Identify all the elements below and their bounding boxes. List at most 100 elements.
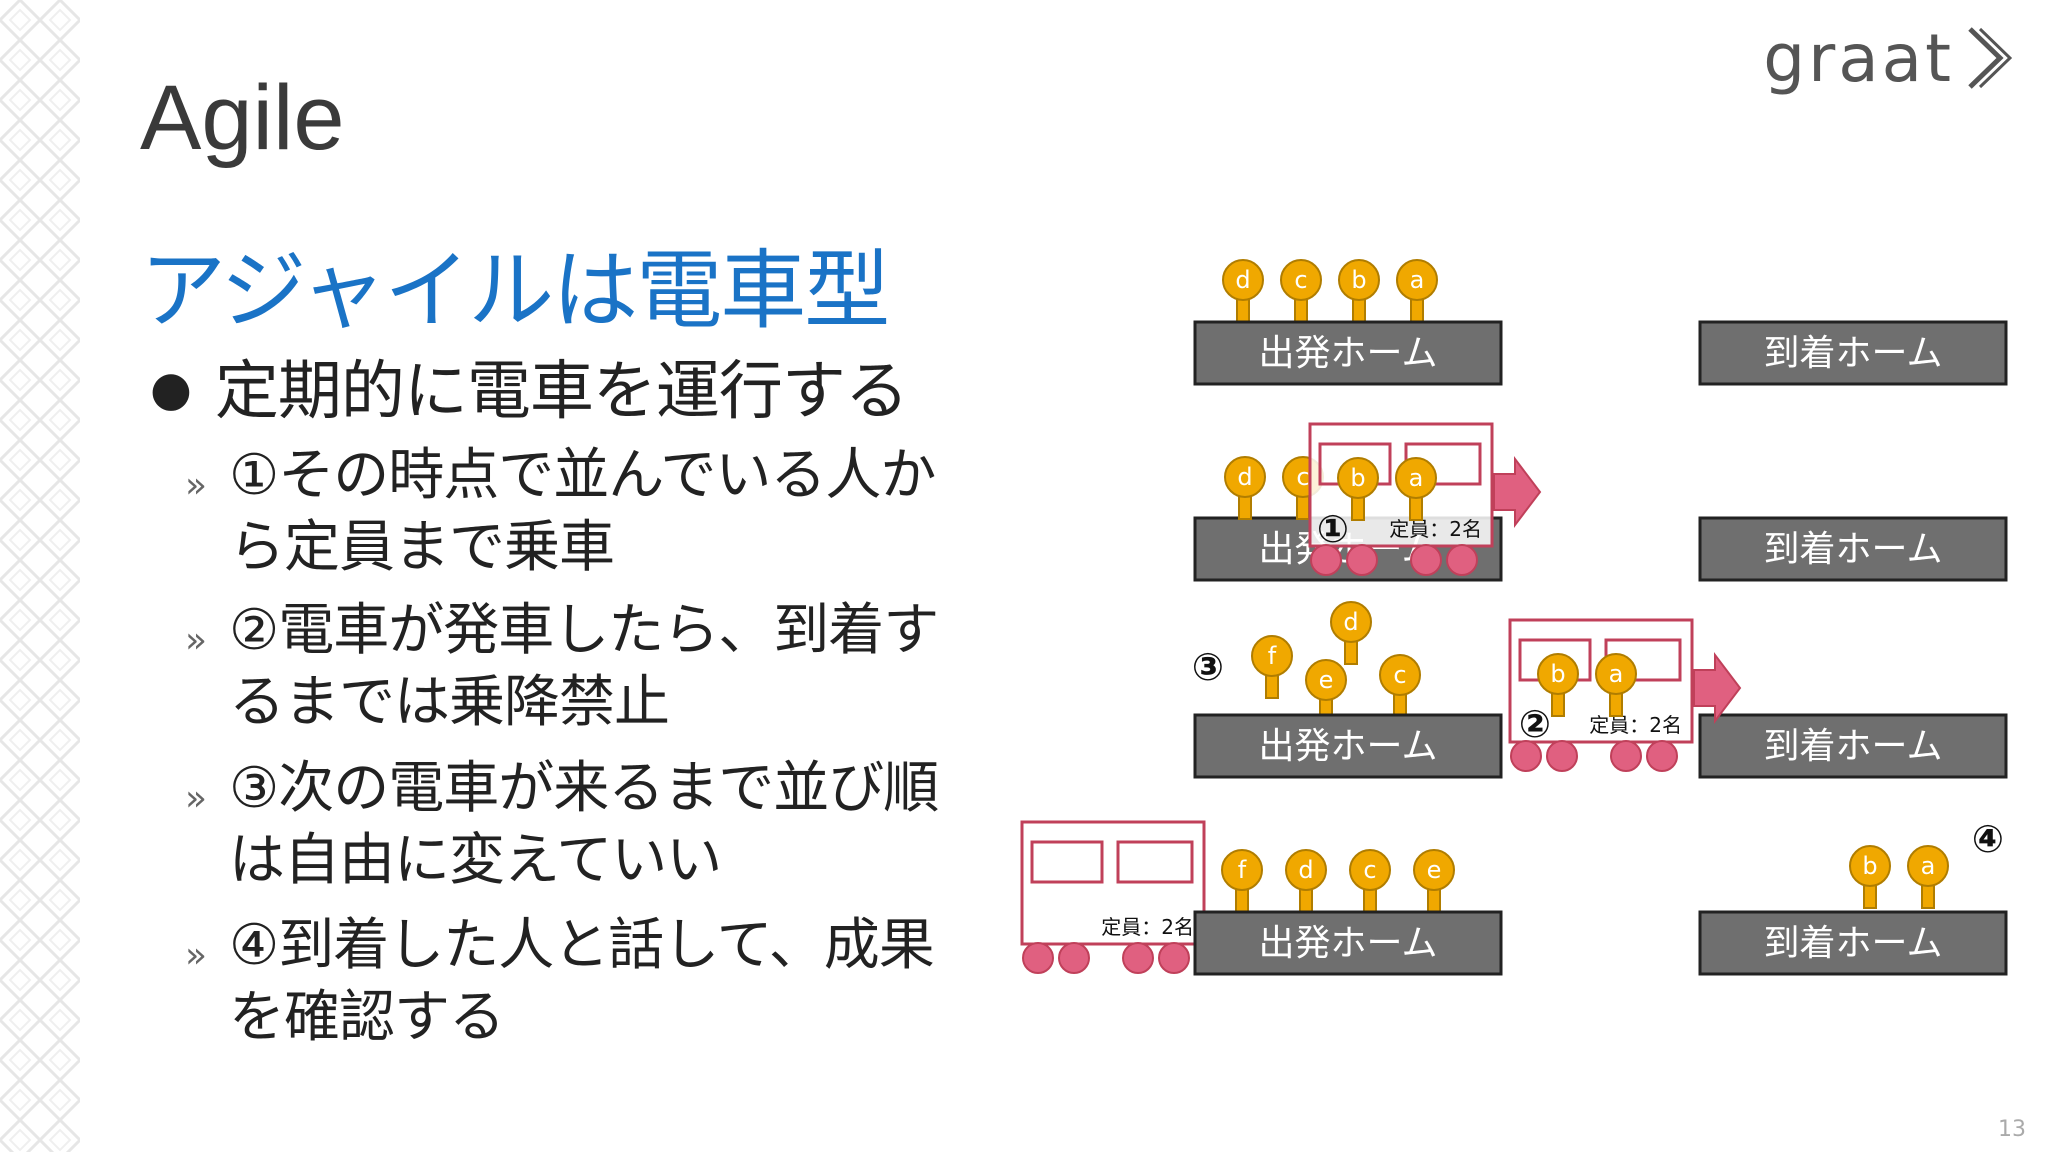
capacity-label: 定員：2名 <box>1389 517 1482 541</box>
person-head <box>1595 653 1637 695</box>
train-wheel <box>1158 942 1190 974</box>
person-body <box>1235 881 1249 913</box>
person-body <box>1294 291 1308 323</box>
person-body <box>1409 489 1423 521</box>
page-number: 13 <box>1998 1117 2026 1142</box>
person-label: e <box>1427 856 1442 884</box>
person-head <box>1396 259 1438 301</box>
person-body <box>1319 691 1333 723</box>
person-label: c <box>1393 661 1406 689</box>
person-label: f <box>1268 642 1277 670</box>
sub-bullet-text: ③次の電車が来るまで並び順は自由に変えていい <box>229 756 939 893</box>
person-head <box>1280 259 1322 301</box>
train-wheel <box>1646 740 1678 772</box>
person-body <box>1609 685 1623 717</box>
person-label: d <box>1343 608 1358 636</box>
person-label: b <box>1350 464 1365 492</box>
person-body <box>1363 881 1377 913</box>
person-body <box>1236 291 1250 323</box>
sub-bullet-text: ④到着した人と話して、成果を確認する <box>229 913 935 1050</box>
step-marker: ② <box>1519 702 1551 746</box>
person-label: f <box>1238 856 1247 884</box>
platform <box>1193 516 1503 582</box>
person-label: a <box>1409 464 1424 492</box>
person-label: a <box>1410 266 1425 294</box>
person-head <box>1349 849 1391 891</box>
train-wheel <box>1410 544 1442 576</box>
train-wheel <box>1346 544 1378 576</box>
train-wheel <box>1022 942 1054 974</box>
train-window <box>1604 638 1682 682</box>
person-head <box>1379 654 1421 696</box>
person-label: b <box>1550 660 1565 688</box>
sub-bullet-2: » ②電車が発車したら、到着するまでは乗降禁止 <box>185 595 965 739</box>
side-pattern-decoration <box>0 0 80 1152</box>
platform <box>1193 713 1503 779</box>
train-window <box>1116 840 1194 884</box>
person-label: e <box>1319 666 1334 694</box>
person-head <box>1395 457 1437 499</box>
chevron-icon: » <box>185 465 207 506</box>
person-head <box>1849 845 1891 887</box>
platform-label: 出発ホーム <box>1259 529 1438 570</box>
slide-subtitle: アジャイルは電車型 <box>140 241 890 341</box>
main-bullet-text: 定期的に電車を運行する <box>214 355 909 429</box>
platform <box>1698 516 2008 582</box>
person-body <box>1352 291 1366 323</box>
person-label: c <box>1296 463 1309 491</box>
train-window <box>1404 442 1482 486</box>
person-body <box>1265 667 1279 699</box>
person-head <box>1907 845 1949 887</box>
person-head <box>1285 849 1327 891</box>
person-body <box>1238 488 1252 520</box>
person-body <box>1427 881 1441 913</box>
person-label: d <box>1235 266 1250 294</box>
logo-chevron-icon <box>1968 27 2012 89</box>
person-label: b <box>1351 266 1366 294</box>
person-head <box>1330 601 1372 643</box>
person-body <box>1299 881 1313 913</box>
train-arrow-icon <box>1693 652 1742 724</box>
train-body <box>1508 618 1694 744</box>
platform-label: 出発ホーム <box>1259 726 1438 767</box>
platform <box>1698 910 2008 976</box>
train-body <box>1308 422 1494 548</box>
main-bullet: ●定期的に電車を運行する <box>150 340 909 432</box>
train-wheel <box>1122 942 1154 974</box>
person-body <box>1351 489 1365 521</box>
train-wheel <box>1510 740 1542 772</box>
train-wheel <box>1546 740 1578 772</box>
step-marker: ① <box>1317 507 1349 551</box>
chevron-icon: » <box>185 935 207 976</box>
person-body <box>1393 686 1407 718</box>
sub-bullet-text: ①その時点で並んでいる人から定員まで乗車 <box>229 443 936 580</box>
train-wheel <box>1610 740 1642 772</box>
person-head <box>1338 259 1380 301</box>
platform-label: 到着ホーム <box>1764 333 1943 374</box>
train-window <box>1030 840 1104 884</box>
graat-logo: graat <box>1763 18 2012 98</box>
person-label: a <box>1609 660 1624 688</box>
person-head <box>1221 849 1263 891</box>
logo-text: graat <box>1763 19 1954 97</box>
person-label: c <box>1363 856 1376 884</box>
sub-bullet-3: » ③次の電車が来るまで並び順は自由に変えていい <box>185 753 965 897</box>
platform <box>1698 713 2008 779</box>
person-head <box>1222 259 1264 301</box>
person-body <box>1296 488 1310 520</box>
train-arrow-icon <box>1493 456 1542 528</box>
person-head <box>1224 456 1266 498</box>
person-head <box>1305 659 1347 701</box>
train-wheel <box>1310 544 1342 576</box>
chevron-icon: » <box>185 620 207 661</box>
chevron-icon: » <box>185 778 207 819</box>
person-head <box>1282 456 1324 498</box>
train-wheel <box>1446 544 1478 576</box>
capacity-label: 定員：2名 <box>1101 915 1194 939</box>
platform-label: 到着ホーム <box>1764 529 1943 570</box>
platform-label: 出発ホーム <box>1259 333 1438 374</box>
sub-bullet-text: ②電車が発車したら、到着するまでは乗降禁止 <box>229 598 939 735</box>
person-head <box>1413 849 1455 891</box>
person-label: d <box>1237 463 1252 491</box>
person-body <box>1863 877 1877 909</box>
